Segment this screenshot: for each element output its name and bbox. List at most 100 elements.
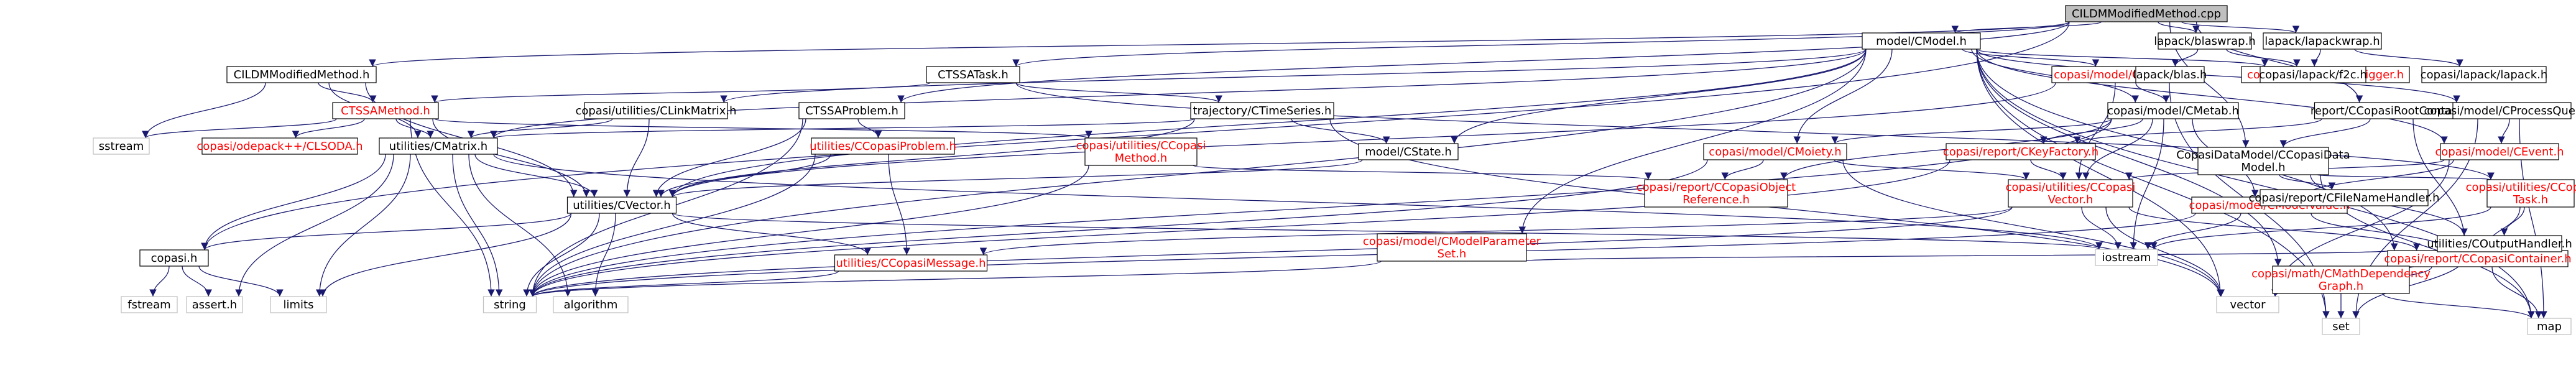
edge-creaction-to-ccvec [2075, 82, 2116, 180]
node-lblas[interactable]: lapack/blaswrap.h [2154, 32, 2256, 50]
edge-ccmsg-to-string [529, 270, 839, 297]
node-box [121, 296, 178, 313]
edge-ccdatamod-to-cctask [2316, 172, 2495, 180]
node-crootcont[interactable]: report/CCopasiRootContainer.h [2311, 102, 2483, 119]
node-label: Task.h [2513, 193, 2548, 206]
node-ctssaprob[interactable]: CTSSAProblem.h [798, 102, 905, 119]
node-box [482, 296, 537, 313]
edge-cvector-to-iostream [672, 213, 2102, 250]
node-ctssatask[interactable]: CTSSATask.h [926, 66, 1020, 83]
edge-cctask-to-coutput [2500, 206, 2525, 236]
node-box [1703, 143, 1847, 160]
node-label: CTSSAProblem.h [805, 104, 898, 118]
node-ccont[interactable]: copasi/report/CCopasiContainer.h [2384, 250, 2572, 267]
node-box [2135, 66, 2205, 83]
node-label: CILDMModifiedMethod.cpp [2072, 7, 2221, 21]
node-label: fstream [127, 298, 170, 311]
edge-root-to-lblas [2158, 21, 2200, 34]
node-box [379, 137, 498, 155]
edge-clink-to-cmatrix [467, 118, 613, 139]
edge-creaction-to-cvector [668, 82, 2056, 198]
node-set: set [2322, 318, 2360, 335]
node-ckeyfact[interactable]: copasi/report/CKeyFactory.h [1943, 143, 2098, 160]
edge-model-to-cevent [1976, 48, 2448, 144]
node-label: copasi/model/CMetab.h [2107, 104, 2239, 118]
edge-cctask-to-iostream [2150, 206, 2491, 250]
node-copasih[interactable]: copasi.h [139, 249, 209, 267]
node-box [332, 102, 439, 119]
node-box [2158, 32, 2252, 50]
node-box [2065, 5, 2228, 22]
edge-cmatrix-to-limits [315, 154, 411, 297]
node-ccprob[interactable]: utilities/CCopasiProblem.h [810, 137, 956, 155]
node-cctask[interactable]: copasi/utilities/CCopasiTask.h [2466, 179, 2576, 208]
node-ctimeser[interactable]: trajectory/CTimeSeries.h [1190, 102, 1334, 119]
node-label: copasi/report/CCopasiObject [1637, 181, 1796, 194]
node-model[interactable]: model/CModel.h [1862, 32, 1981, 50]
edge-cmetab-to-cmoiety [1831, 118, 2112, 144]
node-vector: vector [2216, 296, 2279, 313]
edge-cvector-to-limits [319, 213, 572, 297]
node-fstream: fstream [121, 296, 178, 313]
node-odepack[interactable]: copasi/odepack++/CLSODA.h [196, 137, 363, 155]
node-clink[interactable]: copasi/utilities/CLinkMatrix.h [575, 102, 737, 119]
node-label: CILDMModifiedMethod.h [234, 68, 370, 81]
edge-lwrap-to-lapack [2354, 48, 2463, 67]
edge-creaction-to-cmetab [2135, 82, 2170, 103]
node-cildmh[interactable]: CILDMModifiedMethod.h [226, 66, 377, 83]
edge-model-to-vector [1976, 48, 2224, 297]
edge-ctssatask-to-ctimeser [1015, 82, 1222, 103]
node-cstate[interactable]: model/CState.h [1358, 143, 1459, 160]
node-cevent[interactable]: copasi/model/CEvent.h [2435, 143, 2564, 160]
node-label: map [2537, 320, 2562, 333]
node-box [2440, 143, 2559, 160]
node-label: Graph.h [2319, 280, 2363, 293]
edge-cvector-to-copasih [201, 213, 572, 251]
node-cprocq[interactable]: copasi/model/CProcessQueue.h [2424, 102, 2576, 119]
edge-ccvec-to-vector [2105, 206, 2225, 297]
node-ccmsg[interactable]: utilities/CCopasiMessage.h [834, 254, 988, 272]
node-ctssam[interactable]: CTSSAMethod.h [332, 102, 439, 119]
edge-ctssam-to-odepack [292, 118, 365, 139]
node-blas[interactable]: lapack/blas.h [2133, 66, 2207, 83]
node-label: copasi/utilities/CCopasi [2006, 181, 2136, 194]
edge-cvector-to-ccmsg [672, 213, 871, 256]
edge-ccprob-to-ccmsg [888, 154, 911, 256]
edge-cprocq-to-cevent [2498, 118, 2510, 144]
node-lwrap[interactable]: lapack/lapackwrap.h [2263, 32, 2382, 50]
node-box [553, 296, 629, 313]
node-cmoiety[interactable]: copasi/model/CMoiety.h [1703, 143, 1847, 160]
edge-cmoiety-to-ccoref [1721, 159, 1764, 180]
node-label: copasi/report/CCopasiContainer.h [2384, 252, 2571, 265]
edge-cmatrix-to-algorithm [468, 154, 572, 297]
node-label: utilities/CCopasiProblem.h [810, 140, 956, 153]
node-f2c[interactable]: copasi/lapack/f2c.h [2259, 66, 2367, 83]
node-cmatrix[interactable]: utilities/CMatrix.h [379, 137, 498, 155]
node-lapack[interactable]: copasi/lapack/lapack.h [2421, 66, 2548, 83]
node-label: utilities/CCopasiMessage.h [836, 257, 986, 270]
edge-model-to-creaction [1962, 48, 2100, 67]
node-cfilename[interactable]: copasi/report/CFileNameHandler.h [2249, 189, 2440, 206]
node-label: utilities/COutputHandler.h [2427, 237, 2572, 251]
node-cmetab[interactable]: copasi/model/CMetab.h [2107, 102, 2239, 119]
node-label: copasi/model/CEvent.h [2435, 145, 2564, 159]
edge-copasih-to-limits [198, 265, 284, 297]
node-box [566, 196, 677, 214]
edge-cmathdep-to-map [2382, 293, 2535, 319]
edge-cmatrix-to-string [452, 154, 503, 297]
node-label: copasi/utilities/CCopasi [2466, 181, 2576, 194]
node-coutput[interactable]: utilities/COutputHandler.h [2427, 235, 2572, 252]
edge-copasih-to-assert [182, 265, 213, 297]
node-label: CopasiDataModel/CCopasiData [2176, 149, 2350, 162]
node-box [2107, 102, 2239, 119]
edge-cmparamset-to-string [529, 260, 1382, 297]
node-cvector[interactable]: utilities/CVector.h [566, 196, 677, 214]
node-label: Reference.h [1683, 193, 1750, 206]
edge-ctimeser-to-cmatrix [491, 118, 1195, 139]
